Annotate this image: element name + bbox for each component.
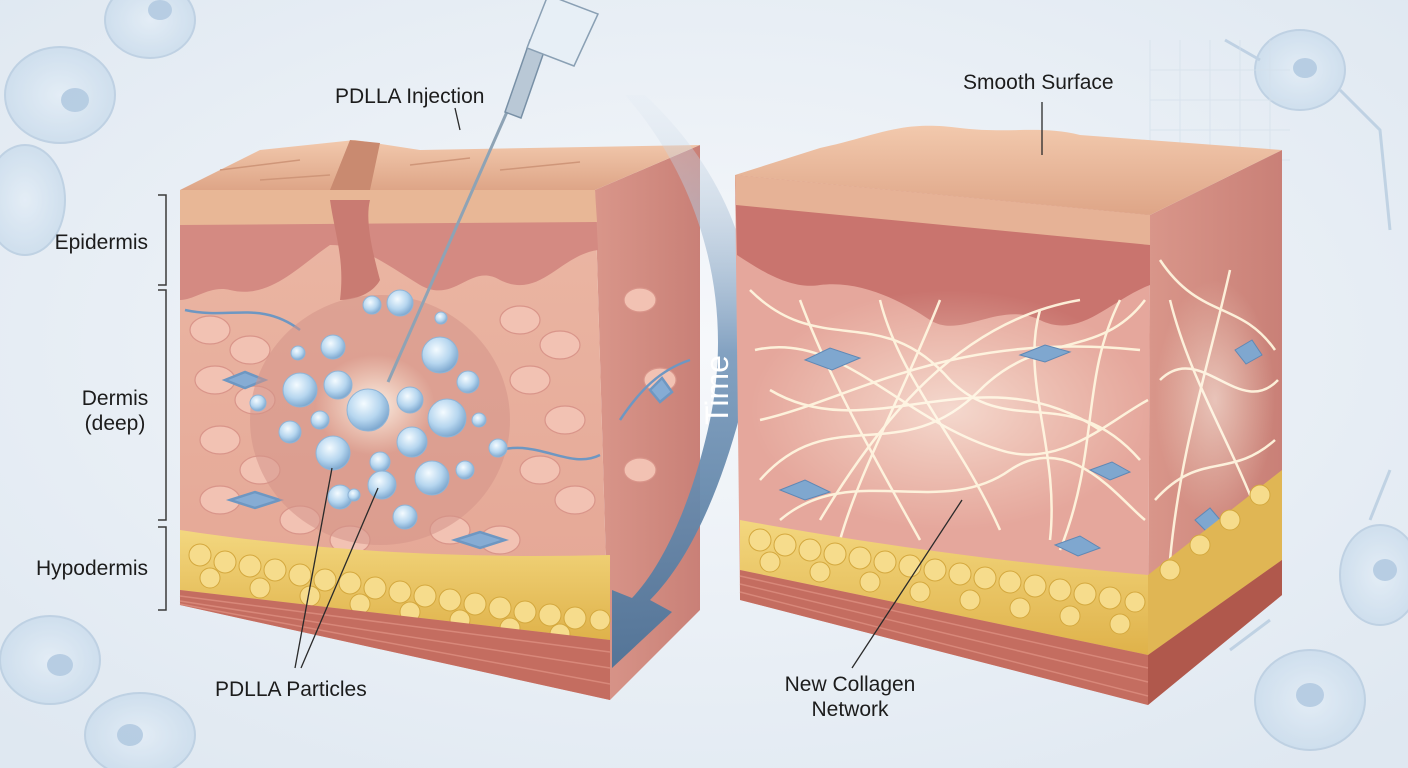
layer-brackets <box>158 194 167 611</box>
label-epidermis: Epidermis <box>54 231 148 254</box>
label-dermis-line1: Dermis <box>81 387 149 410</box>
right-side-muscle <box>1148 560 1282 705</box>
label-dermis: Dermis (deep) <box>60 386 170 436</box>
label-dermis-line2: (deep) <box>84 412 146 435</box>
label-new-collagen-network: New Collagen Network <box>765 672 935 722</box>
skin-block-before <box>179 0 700 700</box>
label-pdlla-injection: PDLLA Injection <box>335 85 485 108</box>
label-time: Time <box>699 355 735 425</box>
right-block-top-face <box>735 125 1282 215</box>
skin-block-after <box>735 125 1282 705</box>
label-collagen-line1: New Collagen <box>784 673 916 696</box>
syringe <box>386 0 600 383</box>
curved-arrow <box>612 95 753 668</box>
label-collagen-line2: Network <box>811 698 889 721</box>
right-muscle-layer <box>740 570 1148 705</box>
leader-lines-right <box>454 102 1043 669</box>
label-pdlla-particles: PDLLA Particles <box>215 678 367 701</box>
right-side-fat <box>1148 470 1282 655</box>
pdlla-particles <box>249 289 508 530</box>
leader-lines-left <box>294 467 379 669</box>
needle <box>386 104 512 383</box>
left-stratum-corneum <box>180 190 597 225</box>
wrinkle-top <box>330 140 380 190</box>
label-hypodermis: Hypodermis <box>35 557 148 580</box>
fat-lobules-right <box>748 484 1271 635</box>
fibroblasts-right <box>778 339 1263 557</box>
label-smooth-surface: Smooth Surface <box>963 71 1114 94</box>
syringe-barrel <box>526 0 600 67</box>
left-block-top-face <box>180 140 700 190</box>
wrinkle-groove <box>330 200 380 300</box>
right-stratum-corneum <box>735 175 1150 245</box>
